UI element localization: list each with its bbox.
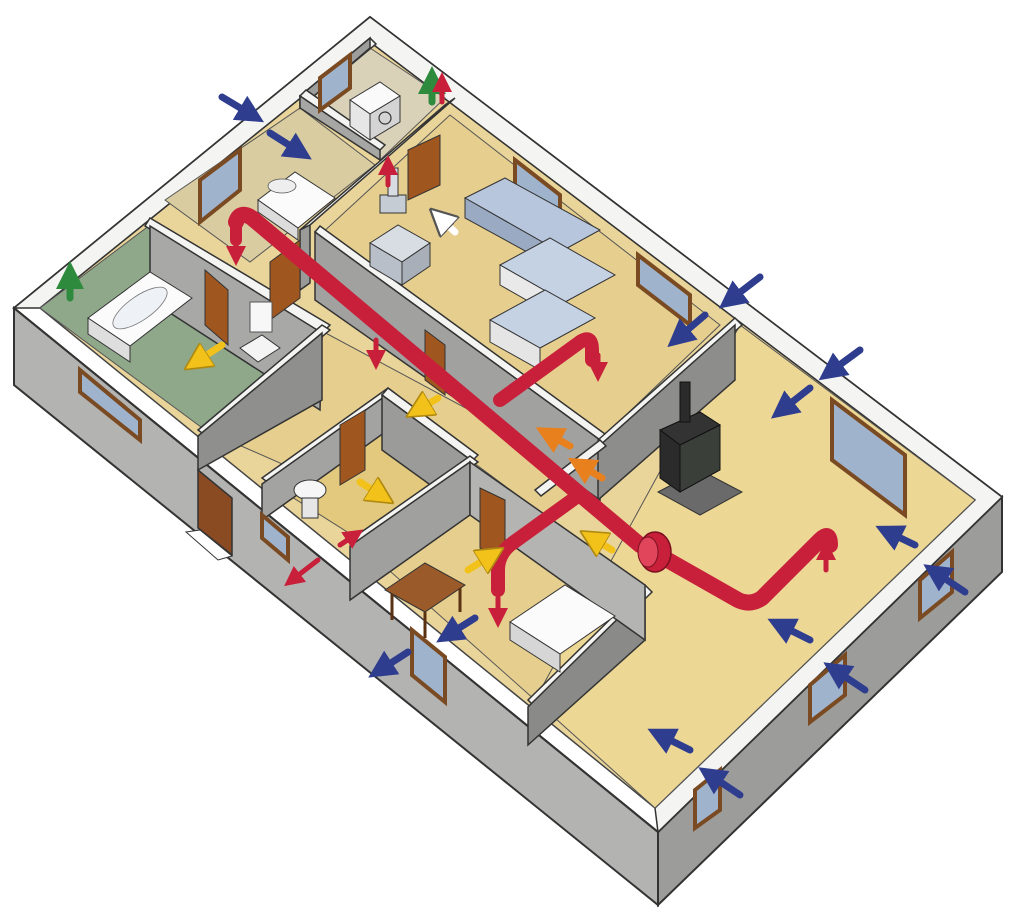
supply-air-arrow [767, 618, 814, 644]
transfer-air-arrow [418, 398, 442, 410]
supply-air-arrow [718, 273, 764, 309]
washing-machine-icon [349, 81, 401, 141]
duct-branch-kitchen [493, 332, 599, 407]
ventilation-unit-icon [637, 531, 672, 573]
exhaust-outlet-arrows [56, 66, 452, 302]
window [198, 146, 242, 227]
table-icon [384, 562, 466, 638]
supply-air-arrow [875, 525, 919, 551]
supply-air-arrow [218, 93, 265, 123]
bathtub-icon [87, 271, 193, 363]
window [410, 625, 447, 707]
door [204, 268, 229, 347]
kitchen-air-arrow [440, 218, 455, 232]
bed-icon [509, 584, 616, 673]
supply-air-arrow [923, 564, 969, 596]
window [318, 50, 352, 114]
wood-stove-icon [656, 381, 744, 516]
transfer-air-arrows [196, 341, 616, 570]
supply-air-arrow [647, 728, 694, 754]
exhaust-air-arrow [284, 557, 321, 587]
sink-icon [239, 301, 281, 363]
extract-air-arrows [226, 155, 836, 628]
supply-air-arrow [770, 384, 814, 419]
door [339, 409, 366, 486]
toilet-icon [293, 479, 327, 519]
transfer-air-arrow [196, 341, 226, 362]
transfer-air-arrow [592, 538, 616, 550]
kitchen-range-icon [369, 167, 431, 286]
transfer-air-arrow [356, 482, 382, 496]
supply-air-arrows [218, 93, 969, 799]
supply-air-arrow [667, 311, 709, 348]
door-step [184, 529, 234, 561]
door [407, 134, 441, 201]
bed-icon [257, 171, 336, 241]
furniture [87, 81, 744, 673]
supply-air-arrow [436, 614, 479, 643]
supply-air-arrow [368, 648, 412, 678]
window [260, 510, 290, 565]
supply-air-arrow [818, 346, 864, 381]
supply-air-arrow [823, 662, 869, 694]
window [830, 395, 907, 520]
front-door [197, 468, 233, 557]
transfer-air-arrow [464, 555, 492, 570]
supply-air-arrow [698, 767, 744, 799]
supply-air-arrow [266, 129, 312, 160]
transfer-air-arrows-orange [535, 427, 606, 485]
duct-living [642, 528, 838, 611]
window [78, 365, 142, 445]
transfer-air-arrow [567, 457, 606, 485]
exhaust-air-arrow [337, 529, 364, 549]
transfer-air-arrow [535, 427, 574, 453]
white-air-arrow [440, 218, 455, 232]
interior-walls [143, 36, 744, 747]
kitchen-counter [463, 177, 617, 371]
doors [197, 134, 506, 561]
